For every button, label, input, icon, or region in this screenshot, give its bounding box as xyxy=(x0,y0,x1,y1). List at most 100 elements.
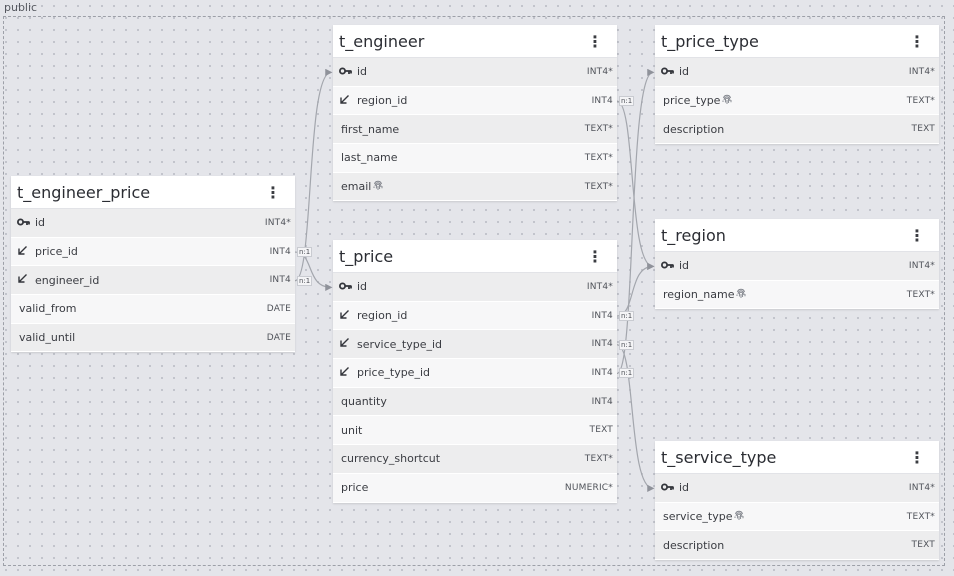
arrow-down-left-icon xyxy=(339,366,357,380)
column-row[interactable]: price_type TEXT* xyxy=(655,86,939,116)
column-row[interactable]: service_type_id INT4 xyxy=(333,330,617,360)
table-t-engineer[interactable]: t_engineer ⋮ id INT4* region_id INT4 first_nam… xyxy=(333,25,617,202)
column-name: id xyxy=(357,65,368,79)
table-header[interactable]: t_price⋮ xyxy=(333,240,617,273)
kebab-menu-icon[interactable]: ⋮ xyxy=(587,246,603,266)
column-type: DATE xyxy=(266,332,291,343)
column-left: email xyxy=(339,180,383,194)
relation-edge xyxy=(294,68,333,282)
table-title: t_engineer xyxy=(339,31,425,51)
schema-frame xyxy=(3,16,945,566)
column-left: region_id xyxy=(339,94,407,108)
column-type: TEXT* xyxy=(584,124,613,135)
column-left: price_type xyxy=(661,94,732,108)
column-type: INT4 xyxy=(591,367,613,378)
table-header[interactable]: t_service_type ⋮ xyxy=(655,441,939,474)
column-row[interactable]: currency_shortcut TEXT* xyxy=(333,445,617,474)
column-type: INT4 xyxy=(591,339,613,350)
column-left: quantity xyxy=(339,395,387,408)
column-name: price_type_id xyxy=(357,366,430,380)
column-type: INT4* xyxy=(586,281,613,292)
column-type: INT4* xyxy=(908,260,935,271)
column-type: TEXT* xyxy=(906,95,935,106)
column-left: id xyxy=(661,259,689,272)
relation-edge xyxy=(616,68,655,375)
column-row[interactable]: valid_from DATE xyxy=(11,295,295,324)
column-left: region_name xyxy=(661,288,746,302)
column-row[interactable]: id INT4* xyxy=(333,58,617,87)
column-type: INT4 xyxy=(591,95,613,106)
column-left: region_id xyxy=(339,309,407,323)
column-left: id xyxy=(661,481,689,494)
column-name: region_name xyxy=(663,288,735,302)
column-type: INT4* xyxy=(264,217,291,228)
column-name: id xyxy=(679,259,690,273)
cardinality-badge: n:1 xyxy=(619,339,635,350)
key-icon xyxy=(661,481,679,494)
column-name: currency_shortcut xyxy=(341,452,441,466)
column-row[interactable]: price_type_id INT4 xyxy=(333,359,617,388)
column-row[interactable]: id INT4* xyxy=(333,273,617,302)
column-name: service_type xyxy=(663,510,733,524)
column-row[interactable]: region_id INT4 xyxy=(333,86,617,116)
kebab-menu-icon[interactable]: ⋮ xyxy=(909,225,925,245)
kebab-menu-icon[interactable]: ⋮ xyxy=(587,31,603,51)
column-row[interactable]: email TEXT* xyxy=(333,172,617,202)
kebab-menu-icon[interactable]: ⋮ xyxy=(265,182,281,202)
column-type: TEXT* xyxy=(906,289,935,300)
column-name: unit xyxy=(341,423,363,437)
column-row[interactable]: region_name TEXT* xyxy=(655,280,939,310)
table-header[interactable]: t_engineer_price⋮ xyxy=(11,176,295,209)
column-name: valid_from xyxy=(19,302,77,316)
column-name: description xyxy=(663,538,725,552)
column-name: service_type_id xyxy=(357,337,443,351)
table-header[interactable]: t_price_type⋮ xyxy=(655,25,939,58)
column-name: email xyxy=(341,180,372,194)
column-type: TEXT* xyxy=(584,453,613,464)
arrow-down-left-icon xyxy=(339,309,357,323)
column-type: INT4* xyxy=(586,66,613,77)
column-left: unit xyxy=(339,424,362,437)
kebab-menu-icon[interactable]: ⋮ xyxy=(909,447,925,467)
column-left: id xyxy=(339,280,367,293)
column-name: region_id xyxy=(357,94,408,108)
arrow-down-left-icon xyxy=(17,245,35,259)
relation-edge xyxy=(616,100,655,270)
column-left: valid_from xyxy=(17,302,76,315)
table-header[interactable]: t_engineer ⋮ xyxy=(333,25,617,58)
column-left: description xyxy=(661,539,724,552)
table-t-region[interactable]: t_region⋮id INT4* region_name TEXT* xyxy=(655,219,939,310)
column-name: price xyxy=(341,481,369,495)
relation-edge xyxy=(616,262,655,317)
table-header[interactable]: t_region⋮ xyxy=(655,219,939,252)
table-title: t_service_type xyxy=(661,447,777,467)
column-left: price xyxy=(339,481,368,494)
schema-label: public xyxy=(4,1,38,14)
column-type: DATE xyxy=(266,303,291,314)
column-row[interactable]: id INT4* xyxy=(655,252,939,281)
kebab-menu-icon[interactable]: ⋮ xyxy=(909,31,925,51)
column-name: quantity xyxy=(341,395,387,409)
key-icon xyxy=(339,65,357,78)
cardinality-badge: n:1 xyxy=(297,247,313,258)
column-type: TEXT* xyxy=(584,181,613,192)
